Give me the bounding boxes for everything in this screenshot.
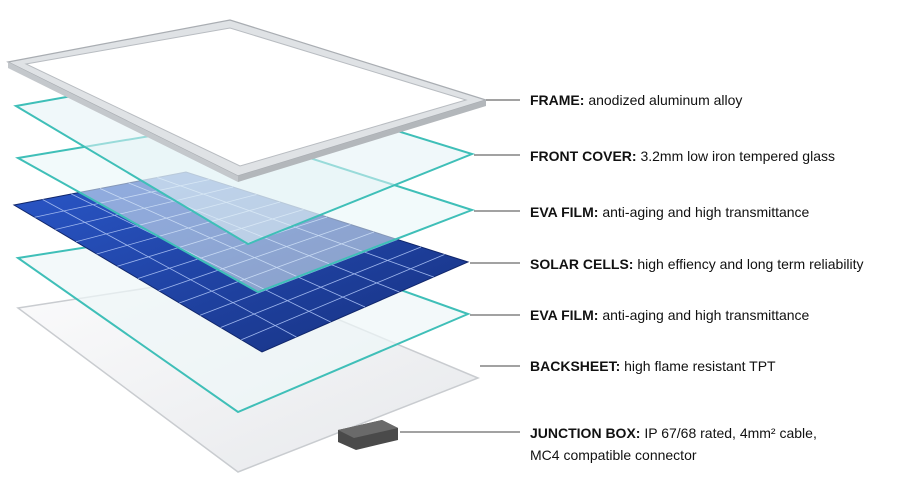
- label-junction-box-line2: MC4 compatible connector: [530, 446, 697, 464]
- label-eva-upper-desc: anti-aging and high transmittance: [602, 204, 810, 220]
- label-front-cover: FRONT COVER: 3.2mm low iron tempered gla…: [530, 147, 835, 165]
- label-solar-cells-desc: high effiency and long term reliability: [637, 256, 864, 272]
- label-solar-cells: SOLAR CELLS: high effiency and long term…: [530, 255, 864, 273]
- aluminum-frame-layer: [6, 19, 489, 182]
- label-frame-desc: anodized aluminum alloy: [584, 92, 743, 108]
- cell-gridline: [42, 199, 297, 338]
- label-solar-cells-name: SOLAR CELLS:: [530, 256, 634, 272]
- label-junction-box: JUNCTION BOX: IP 67/68 rated, 4mm² cable…: [530, 424, 817, 442]
- leader-lines: [400, 99, 520, 433]
- label-eva-film-upper: EVA FILM: anti-aging and high transmitta…: [530, 203, 809, 221]
- label-eva-film-lower: EVA FILM: anti-aging and high transmitta…: [530, 306, 809, 324]
- label-front-cover-desc: 3.2mm low iron tempered glass: [640, 148, 835, 164]
- label-backsheet: BACKSHEET: high flame resistant TPT: [530, 357, 776, 375]
- label-junction-box-desc: IP 67/68 rated, 4mm² cable,: [644, 425, 817, 441]
- label-backsheet-desc: high flame resistant TPT: [624, 358, 776, 374]
- label-front-cover-name: FRONT COVER:: [530, 148, 637, 164]
- label-junction-box-name: JUNCTION BOX:: [530, 425, 641, 441]
- label-backsheet-name: BACKSHEET:: [530, 358, 621, 374]
- label-junction-box-desc2: MC4 compatible connector: [530, 447, 697, 463]
- label-frame-name: FRAME:: [530, 92, 585, 108]
- label-eva-lower-name: EVA FILM:: [530, 307, 599, 323]
- junction-box: [338, 420, 398, 450]
- label-frame: FRAME: anodized aluminum alloy: [530, 91, 742, 109]
- label-eva-upper-name: EVA FILM:: [530, 204, 599, 220]
- label-eva-lower-desc: anti-aging and high transmittance: [602, 307, 810, 323]
